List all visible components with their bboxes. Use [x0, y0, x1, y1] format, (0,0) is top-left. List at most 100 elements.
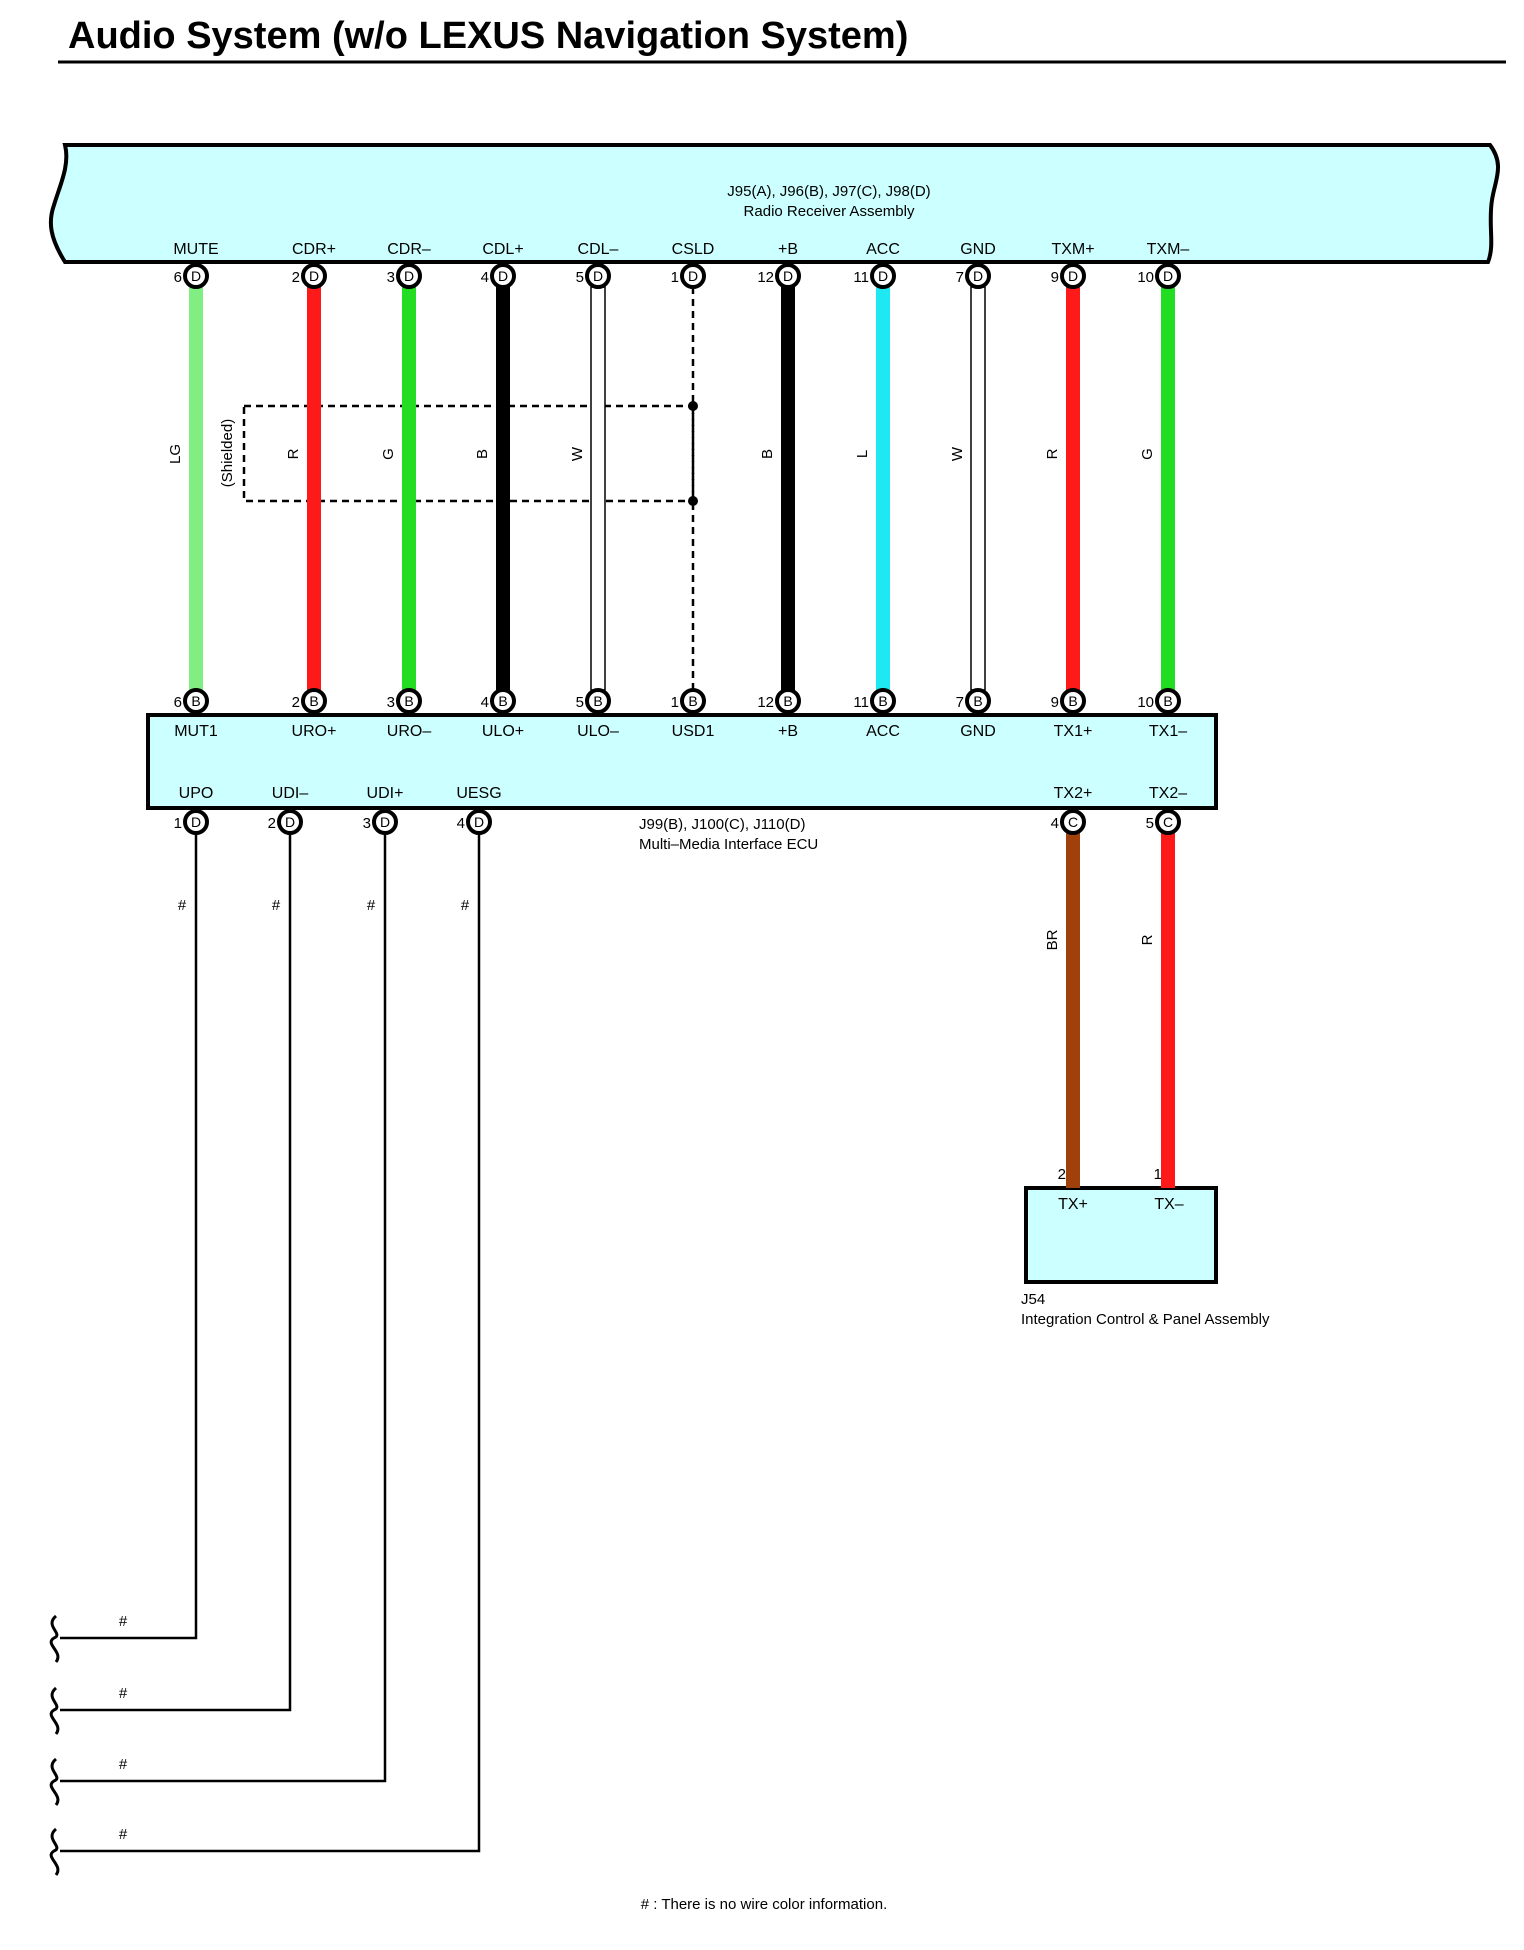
radio-pin-label-7: ACC [866, 241, 900, 258]
ecu-pin-10-connector-letter: B [1163, 693, 1172, 709]
ecu-pin-label-5: USD1 [672, 723, 715, 740]
break-mark-2 [49, 1757, 60, 1806]
radio-pin-2-pin-number: 3 [387, 269, 395, 286]
radio-pin-7-pin-number: 11 [853, 269, 869, 286]
radio-pin-3-pin-number: 4 [481, 269, 489, 286]
unknown-color-end-mark-2: # [119, 1756, 128, 1773]
ecu-lower-pin-3-terminal [466, 809, 492, 835]
wire-4 [590, 286, 606, 691]
ecu-pin-2-connector-letter: B [404, 693, 413, 709]
ecu-pin-4-terminal [585, 688, 611, 714]
ecu-pin-label-1: URO+ [292, 723, 337, 740]
ecu-pin-label-3: ULO+ [482, 723, 524, 740]
radio-pin-label-3: CDL+ [482, 241, 523, 258]
wire-9 [1066, 287, 1080, 690]
ecu-pin-label-10: TX1– [1149, 723, 1187, 740]
ecu-pin-0-terminal [183, 688, 209, 714]
radio-pin-1-terminal [301, 263, 327, 289]
ecu-pin-7-connector-letter: B [878, 693, 887, 709]
ecu-connectors: J99(B), J100(C), J110(D) [639, 816, 805, 833]
radio-pin-8-terminal [965, 263, 991, 289]
ecu-pin-10-pin-number: 10 [1137, 694, 1154, 711]
radio-pin-7-terminal [870, 263, 896, 289]
ecu-pin-3-pin-number: 4 [481, 694, 489, 711]
panel-pin-label-0: TX+ [1058, 1196, 1088, 1213]
radio-pin-9-pin-number: 9 [1051, 269, 1059, 286]
radio-pin-1-connector-letter: D [309, 268, 319, 284]
lower-wire-2 [60, 822, 387, 1783]
ecu-pin-4-pin-number: 5 [576, 694, 584, 711]
ecu-pin-label-6: +B [778, 723, 798, 740]
ecu-pin-7-terminal [870, 688, 896, 714]
radio-pin-2-terminal [396, 263, 422, 289]
ecu-pin-8-connector-letter: B [973, 693, 982, 709]
panel-name: Integration Control & Panel Assembly [1021, 1311, 1270, 1328]
ecu-right-pin-label-1: TX2– [1149, 785, 1187, 802]
radio-pin-6-connector-letter: D [783, 268, 793, 284]
radio-pin-0-pin-number: 6 [174, 269, 182, 286]
ecu-pin-6-connector-letter: B [783, 693, 792, 709]
ecu-pin-1-terminal [301, 688, 327, 714]
footnote: # : There is no wire color information. [641, 1896, 888, 1913]
ecu-name: Multi–Media Interface ECU [639, 836, 818, 853]
ecu-pin-9-pin-number: 9 [1051, 694, 1059, 711]
ecu-box [146, 713, 1218, 810]
radio-pin-5-terminal [680, 263, 706, 289]
unknown-color-mark-0: # [178, 897, 187, 914]
ecu-pin-label-0: MUT1 [174, 723, 218, 740]
shield-outline [242, 404, 695, 503]
ecu-right-pin-1-pin-number: 5 [1146, 815, 1154, 832]
wire-color-label-0: LG [167, 444, 184, 464]
ecu-pin-label-9: TX1+ [1054, 723, 1093, 740]
ecu-lower-pin-label-2: UDI+ [367, 785, 404, 802]
ecu-pin-2-terminal [396, 688, 422, 714]
unknown-color-mark-3: # [461, 897, 470, 914]
wire-color-label-10: G [1139, 448, 1156, 460]
ecu-pin-2-pin-number: 3 [387, 694, 395, 711]
wire-color-label-6: B [759, 449, 776, 459]
radio-pin-label-5: CSLD [672, 241, 715, 258]
radio-pin-9-connector-letter: D [1068, 268, 1078, 284]
wire-color-label-3: B [474, 449, 491, 459]
ecu-right-pin-0-terminal [1060, 809, 1086, 835]
radio-pin-7-connector-letter: D [878, 268, 888, 284]
radio-pin-label-6: +B [778, 241, 798, 258]
ecu-pin-label-4: ULO– [577, 723, 619, 740]
ecu-pin-3-connector-letter: B [498, 693, 507, 709]
ecu-lower-pin-3-pin-number: 4 [457, 815, 465, 832]
ecu-pin-5-connector-letter: B [688, 693, 697, 709]
wire-2 [402, 287, 416, 690]
wire-7 [876, 287, 890, 690]
break-mark-0 [49, 1614, 60, 1663]
panel-wire-color-label-1: R [1139, 934, 1156, 945]
ecu-lower-pin-2-pin-number: 3 [363, 815, 371, 832]
radio-pin-label-1: CDR+ [292, 241, 336, 258]
radio-pin-3-connector-letter: D [498, 268, 508, 284]
wire-10 [1161, 287, 1175, 690]
wire-0 [189, 287, 203, 690]
radio-pin-label-10: TXM– [1147, 241, 1190, 258]
radio-receiver-box [48, 143, 1501, 264]
page-title: Audio System (w/o LEXUS Navigation Syste… [68, 15, 908, 57]
radio-pin-9-terminal [1060, 263, 1086, 289]
ecu-lower-pin-1-pin-number: 2 [268, 815, 276, 832]
radio-pin-8-pin-number: 7 [956, 269, 964, 286]
wire-3 [496, 287, 510, 690]
radio-pin-label-4: CDL– [578, 241, 619, 258]
wires-layer [49, 286, 1175, 1876]
radio-pin-6-pin-number: 12 [757, 269, 774, 286]
ecu-right-pin-1-terminal [1155, 809, 1181, 835]
panel-pin-label-1: TX– [1154, 1196, 1183, 1213]
ecu-lower-pin-1-connector-letter: D [285, 814, 295, 830]
radio-pin-5-pin-number: 1 [671, 269, 679, 286]
ecu-pin-10-terminal [1155, 688, 1181, 714]
wire-color-label-8: W [949, 446, 966, 461]
radio-pin-5-connector-letter: D [688, 268, 698, 284]
ecu-lower-pin-1-terminal [277, 809, 303, 835]
panel-connector: J54 [1021, 1291, 1045, 1308]
radio-pin-10-connector-letter: D [1163, 268, 1173, 284]
panel-wire-1 [1161, 833, 1175, 1188]
shield-junction-top [688, 401, 698, 411]
radio-pin-3-terminal [490, 263, 516, 289]
wire-color-label-1: R [285, 448, 302, 459]
